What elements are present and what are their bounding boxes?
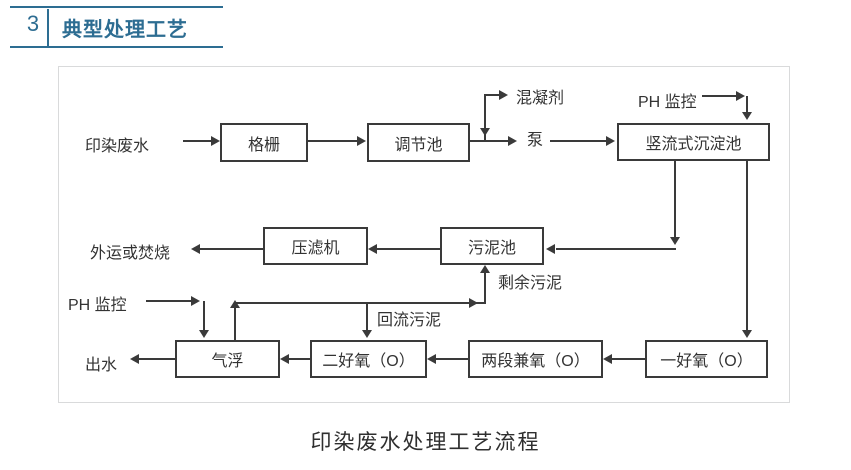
node-air-flotation: 气浮 bbox=[175, 340, 280, 378]
line-to-sludge-tank bbox=[556, 248, 676, 250]
arrowhead-left-icon bbox=[130, 354, 139, 364]
node-aerobic-1: 一好氧（O） bbox=[645, 340, 768, 378]
line-filterpress-to-disposal bbox=[200, 248, 263, 250]
arrowhead-right-icon bbox=[357, 136, 366, 146]
line-grating-to-regulating bbox=[308, 140, 359, 142]
arrowhead-right-icon bbox=[606, 136, 615, 146]
arrowhead-down-icon bbox=[670, 237, 680, 245]
label-return-sludge: 回流污泥 bbox=[377, 312, 442, 329]
line-sludge-to-filterpress bbox=[377, 248, 440, 250]
line-facultative-to-aerobic2 bbox=[436, 358, 468, 360]
arrowhead-left-icon bbox=[368, 244, 377, 254]
label-pump: 泵 bbox=[527, 132, 544, 149]
line-excess-sludge-riser bbox=[484, 271, 486, 303]
section-number: 3 bbox=[26, 11, 40, 36]
line-ph-bottom bbox=[146, 300, 194, 302]
label-influent: 印染废水 bbox=[85, 138, 150, 155]
arrowhead-right-icon bbox=[191, 296, 200, 306]
line-airflotation-up bbox=[234, 306, 236, 340]
header-top-rule bbox=[10, 6, 223, 8]
line-ph-bottom-drop bbox=[203, 301, 205, 331]
node-sedimentation-tank: 竖流式沉淀池 bbox=[617, 123, 770, 161]
arrowhead-right-icon bbox=[211, 136, 220, 146]
arrowhead-left-icon bbox=[546, 244, 555, 254]
label-disposal: 外运或焚烧 bbox=[90, 245, 171, 262]
node-filter-press: 压滤机 bbox=[263, 227, 368, 265]
line-aerobic2-to-airflotation bbox=[289, 358, 310, 360]
arrowhead-left-icon bbox=[427, 354, 436, 364]
label-excess-sludge: 剩余污泥 bbox=[498, 275, 563, 292]
node-sludge-tank: 污泥池 bbox=[440, 227, 544, 265]
arrowhead-left-icon bbox=[280, 354, 289, 364]
node-facultative: 两段兼氧（O） bbox=[468, 340, 603, 378]
section-title: 典型处理工艺 bbox=[62, 19, 188, 41]
arrowhead-right-icon bbox=[508, 136, 517, 146]
arrowhead-down-icon bbox=[199, 330, 209, 338]
line-regulating-to-pump bbox=[470, 140, 510, 142]
line-pump-to-sedimentation bbox=[550, 140, 608, 142]
arrowhead-down-icon bbox=[362, 330, 372, 338]
line-ph-top bbox=[702, 95, 738, 97]
arrowhead-left-icon bbox=[603, 354, 612, 364]
line-ph-top-drop bbox=[746, 96, 748, 113]
arrowhead-right-icon bbox=[469, 298, 478, 308]
label-ph-monitor-bottom: PH 监控 bbox=[68, 297, 127, 314]
header-divider bbox=[47, 9, 49, 46]
line-airflotation-to-effluent bbox=[138, 358, 175, 360]
arrowhead-down-icon bbox=[742, 112, 752, 120]
line-return-to-aerobic2 bbox=[366, 303, 368, 331]
arrowhead-up-icon bbox=[480, 265, 490, 273]
line-sedimentation-down bbox=[674, 161, 676, 240]
arrowhead-right-icon bbox=[736, 91, 745, 101]
label-effluent: 出水 bbox=[85, 357, 118, 374]
line-sedimentation-to-aerobic1 bbox=[746, 161, 748, 331]
arrowhead-down-icon bbox=[742, 330, 752, 338]
arrowhead-up-icon bbox=[230, 300, 240, 308]
line-to-coagulant bbox=[484, 94, 500, 96]
arrowhead-right-icon bbox=[499, 90, 508, 100]
label-coagulant: 混凝剂 bbox=[516, 90, 565, 107]
line-influent-to-grating bbox=[183, 140, 212, 142]
node-regulating-tank: 调节池 bbox=[367, 123, 470, 162]
line-sludge-return bbox=[234, 302, 486, 304]
node-aerobic-2: 二好氧（O） bbox=[310, 340, 427, 378]
arrowhead-left-icon bbox=[191, 244, 200, 254]
header-bottom-rule bbox=[10, 46, 223, 48]
line-aerobic1-to-facultative bbox=[612, 358, 645, 360]
label-ph-monitor-top: PH 监控 bbox=[638, 94, 697, 111]
arrowhead-down-icon bbox=[480, 128, 490, 136]
node-grating: 格栅 bbox=[220, 123, 308, 162]
line-coagulant-riser bbox=[484, 95, 486, 140]
figure-caption: 印染废水处理工艺流程 bbox=[310, 431, 541, 454]
